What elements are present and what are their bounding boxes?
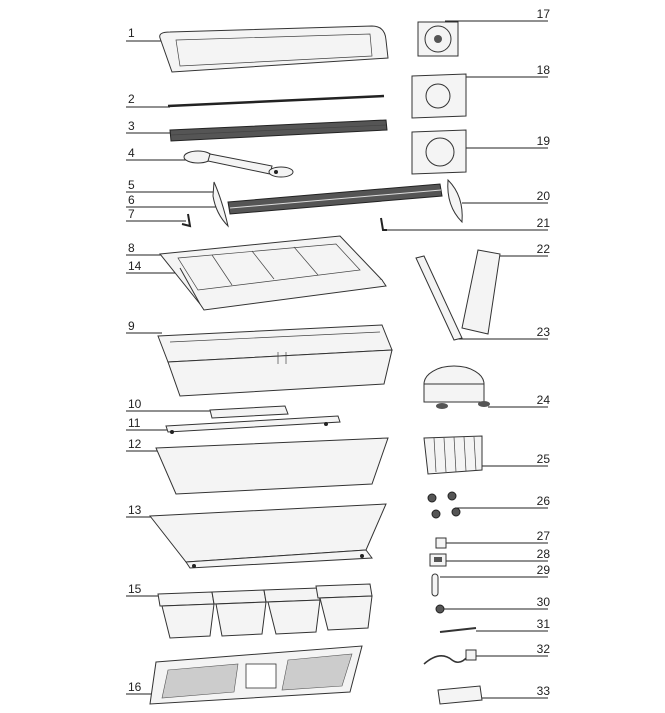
part-3-rail — [169, 119, 388, 142]
part-12-front-glass — [155, 437, 389, 495]
callout-13: 13 — [128, 503, 142, 517]
callout-20: 20 — [536, 189, 550, 203]
callout-28: 28 — [536, 547, 550, 561]
part-10-11-frame — [165, 405, 341, 434]
part-6-bar — [227, 183, 443, 215]
part-25-condenser — [423, 435, 483, 475]
callout-10: 10 — [128, 397, 142, 411]
part-26-feet — [427, 491, 461, 519]
callout-26: 26 — [536, 494, 550, 508]
part-1-top-canopy — [159, 25, 389, 73]
part-5-end-cap-left — [212, 181, 229, 228]
leader-lines-left — [126, 40, 218, 695]
callout-29: 29 — [536, 563, 550, 577]
callout-17: 17 — [536, 7, 550, 21]
part-21-bracket — [380, 217, 387, 231]
part-33-box — [437, 685, 483, 705]
callout-18: 18 — [536, 63, 550, 77]
callout-19: 19 — [536, 134, 550, 148]
callout-23: 23 — [536, 325, 550, 339]
callout-25: 25 — [536, 452, 550, 466]
callout-27: 27 — [536, 529, 550, 543]
callout-15: 15 — [128, 582, 142, 596]
part-24-compressor — [423, 365, 490, 409]
callout-8: 8 — [128, 241, 135, 255]
part-19-fan-housing — [411, 129, 467, 175]
part-29-sensor — [431, 573, 439, 597]
callout-5: 5 — [128, 178, 135, 192]
part-2-gasket-strip — [167, 94, 385, 108]
part-28-controller — [429, 553, 447, 567]
part-17-fan — [417, 21, 459, 57]
callout-14: 14 — [128, 259, 142, 273]
callout-24: 24 — [536, 393, 550, 407]
callout-32: 32 — [536, 642, 550, 656]
callout-16: 16 — [128, 680, 142, 694]
part-9-tub — [157, 324, 393, 397]
part-4-gas-strut — [183, 150, 294, 178]
callout-12: 12 — [128, 437, 142, 451]
part-22-23-side-panels — [415, 249, 501, 341]
callout-31: 31 — [536, 617, 550, 631]
callout-9: 9 — [128, 319, 135, 333]
part-30-screw — [435, 604, 445, 614]
callout-1: 1 — [128, 26, 135, 40]
callout-4: 4 — [128, 146, 135, 160]
part-16-grille — [149, 645, 363, 705]
callout-7: 7 — [128, 207, 135, 221]
part-32-power-cable — [423, 649, 477, 665]
callout-2: 2 — [128, 92, 135, 106]
part-31-heater — [439, 627, 477, 633]
part-18-fan-bracket — [411, 73, 467, 119]
part-15-containers — [157, 583, 373, 639]
part-7-bracket — [181, 213, 192, 228]
part-27-knob — [435, 537, 447, 549]
callout-33: 33 — [536, 684, 550, 698]
part-20-end-cap-right — [447, 178, 463, 224]
callout-11: 11 — [128, 416, 141, 430]
part-8-top-frame — [159, 235, 387, 311]
callout-21: 21 — [536, 216, 550, 230]
callout-30: 30 — [536, 595, 550, 609]
leader-lines-right — [385, 20, 548, 699]
callout-22: 22 — [536, 242, 550, 256]
callout-3: 3 — [128, 119, 135, 133]
part-13-rear-panel — [149, 503, 387, 569]
callout-6: 6 — [128, 193, 135, 207]
